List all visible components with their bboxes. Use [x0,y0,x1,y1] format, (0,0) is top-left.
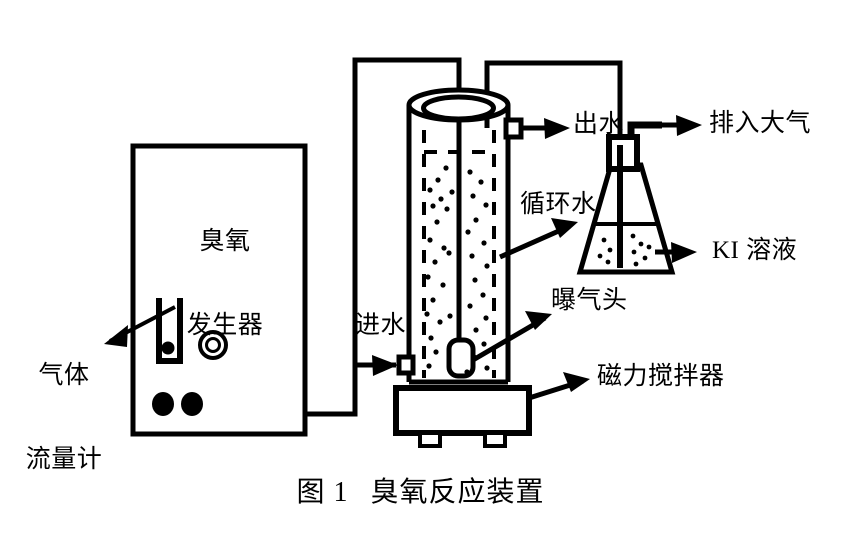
exhaust-elbow-tube [627,121,662,137]
magnetic-stirrer-label: 磁力搅拌器 [597,363,725,390]
gas-flow-meter-arrowhead-icon [104,325,128,347]
gas-flow-meter-label-line2: 流量计 [25,446,103,473]
ozone-generator-label-line1: 臭氧 [199,228,251,255]
gas-flow-meter-label: 气体 流量计 [14,306,114,530]
magnetic-stirrer [393,385,532,436]
generator-knob[interactable] [198,330,228,360]
circulating-water-arrowhead-icon [551,218,578,238]
ozone-generator-cabinet [130,143,308,437]
ki-solution-label: KI 溶液 [712,237,798,264]
generator-button-left[interactable] [152,392,174,416]
gas-flow-meter-label-line1: 气体 [38,362,90,389]
aeration-head [446,337,476,379]
figure-caption: 图 1 臭氧反应装置 [0,470,841,510]
ki-solution-arrowhead-icon [671,242,697,263]
figure-caption-title: 臭氧反应装置 [370,477,545,508]
aeration-head-label: 曝气头 [551,287,628,314]
water-outlet-port [503,117,524,140]
magnetic-stirrer-foot-left [418,431,442,448]
ozone-generator-label: 臭氧 发生器 [170,172,280,396]
exhaust-arrowhead-icon [676,115,702,136]
generator-knob-inner [205,337,221,353]
water-outlet-arrowhead-icon [544,118,570,139]
magnetic-stirrer-foot-right [483,431,507,448]
aeration-head-arrowhead-icon [525,311,552,330]
gas-pipeline [305,57,462,417]
water-inlet-port [396,354,416,376]
water-outlet-label: 出水 [573,111,625,138]
gas-flow-meter [156,310,183,364]
magnetic-stirrer-arrowhead-icon [563,372,590,392]
water-inlet-label: 进水 [355,312,407,339]
exhaust-to-atmosphere-label: 排入大气 [709,110,812,137]
ozone-generator-label-line2: 发生器 [186,312,264,339]
generator-button-right[interactable] [181,392,203,416]
water-inlet-arrowhead-icon [372,355,398,376]
figure-caption-number: 图 1 [296,477,349,508]
circulating-water-label: 循环水 [520,191,597,218]
gas-flow-meter-float-icon [161,341,175,355]
bubbles [424,165,490,375]
column-top-inner-rim [421,94,496,122]
ki-flask-bubbles [597,233,652,267]
